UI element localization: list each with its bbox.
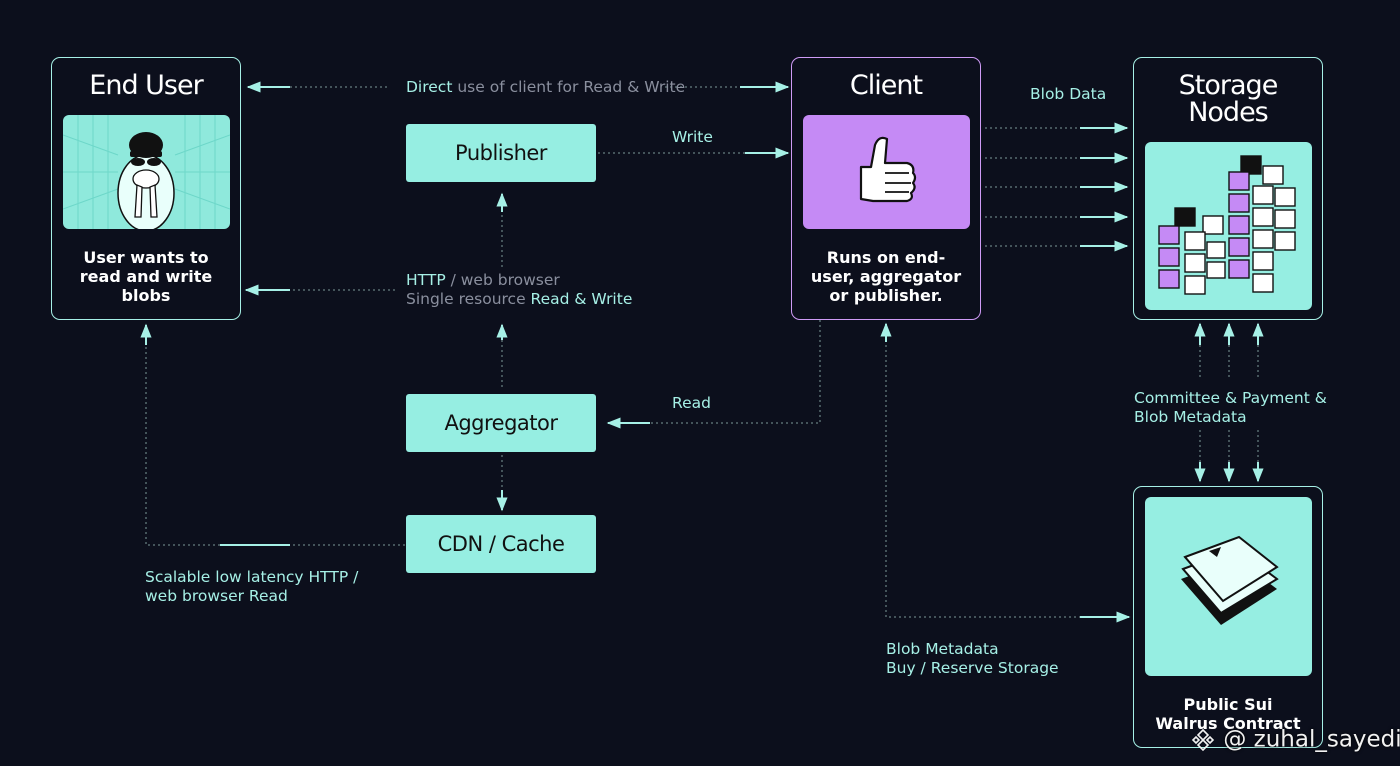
end-user-image-tile xyxy=(63,115,230,229)
contract-panel: Public Sui Walrus Contract xyxy=(1133,486,1323,748)
contract-description: Public Sui Walrus Contract xyxy=(1155,695,1301,733)
blob-metadata-label-line1: Blob Metadata xyxy=(886,640,999,658)
committee-label-line2: Blob Metadata xyxy=(1134,408,1247,426)
end-user-description: User wants to read and write blobs xyxy=(79,248,213,305)
blob-data-label: Blob Data xyxy=(1030,85,1107,103)
stacked-sheets-icon xyxy=(1181,535,1279,625)
single-resource-label: Single resource Read & Write xyxy=(406,290,633,308)
client-description: Runs on end-user, aggregator or publishe… xyxy=(810,248,962,305)
write-label: Write xyxy=(672,128,713,146)
edge-client-contract xyxy=(885,330,1125,618)
thumbs-up-icon xyxy=(859,136,917,203)
http-label: HTTP / web browser xyxy=(406,271,560,289)
storage-nodes-title: Storage Nodes xyxy=(1178,70,1279,128)
direct-label: Direct use of client for Read & Write xyxy=(406,78,686,96)
contract-image-tile xyxy=(1145,497,1312,676)
edge-cdn-enduser xyxy=(145,330,405,546)
read-label: Read xyxy=(672,394,711,412)
storage-nodes-panel: Storage Nodes xyxy=(1133,57,1323,320)
committee-label-line1: Committee & Payment & xyxy=(1134,389,1327,407)
storage-cubes-icon xyxy=(1158,155,1296,295)
storage-image-tile xyxy=(1145,142,1312,310)
publisher-node[interactable]: Publisher xyxy=(406,124,596,182)
scalable-label-line2: web browser Read xyxy=(145,587,288,605)
watermark-text: @ zuhal_sayedi xyxy=(1223,726,1400,753)
client-title: Client xyxy=(849,70,923,101)
client-image-tile xyxy=(803,115,970,229)
client-panel: Client Runs on end-user, aggregator or p… xyxy=(791,57,981,320)
scalable-label-line1: Scalable low latency HTTP / xyxy=(145,568,359,586)
walrus-with-sunglasses-icon xyxy=(63,115,230,229)
blob-metadata-label-line2: Buy / Reserve Storage xyxy=(886,659,1059,677)
watermark: @ zuhal_sayedi xyxy=(1190,726,1400,753)
aggregator-node[interactable]: Aggregator xyxy=(406,394,596,452)
cdn-cache-node[interactable]: CDN / Cache xyxy=(406,515,596,573)
end-user-panel: End User User wants to read and write bl… xyxy=(51,57,241,320)
binance-logo-icon xyxy=(1191,728,1215,751)
edge-client-aggregator xyxy=(612,320,821,424)
end-user-title: End User xyxy=(89,70,203,101)
